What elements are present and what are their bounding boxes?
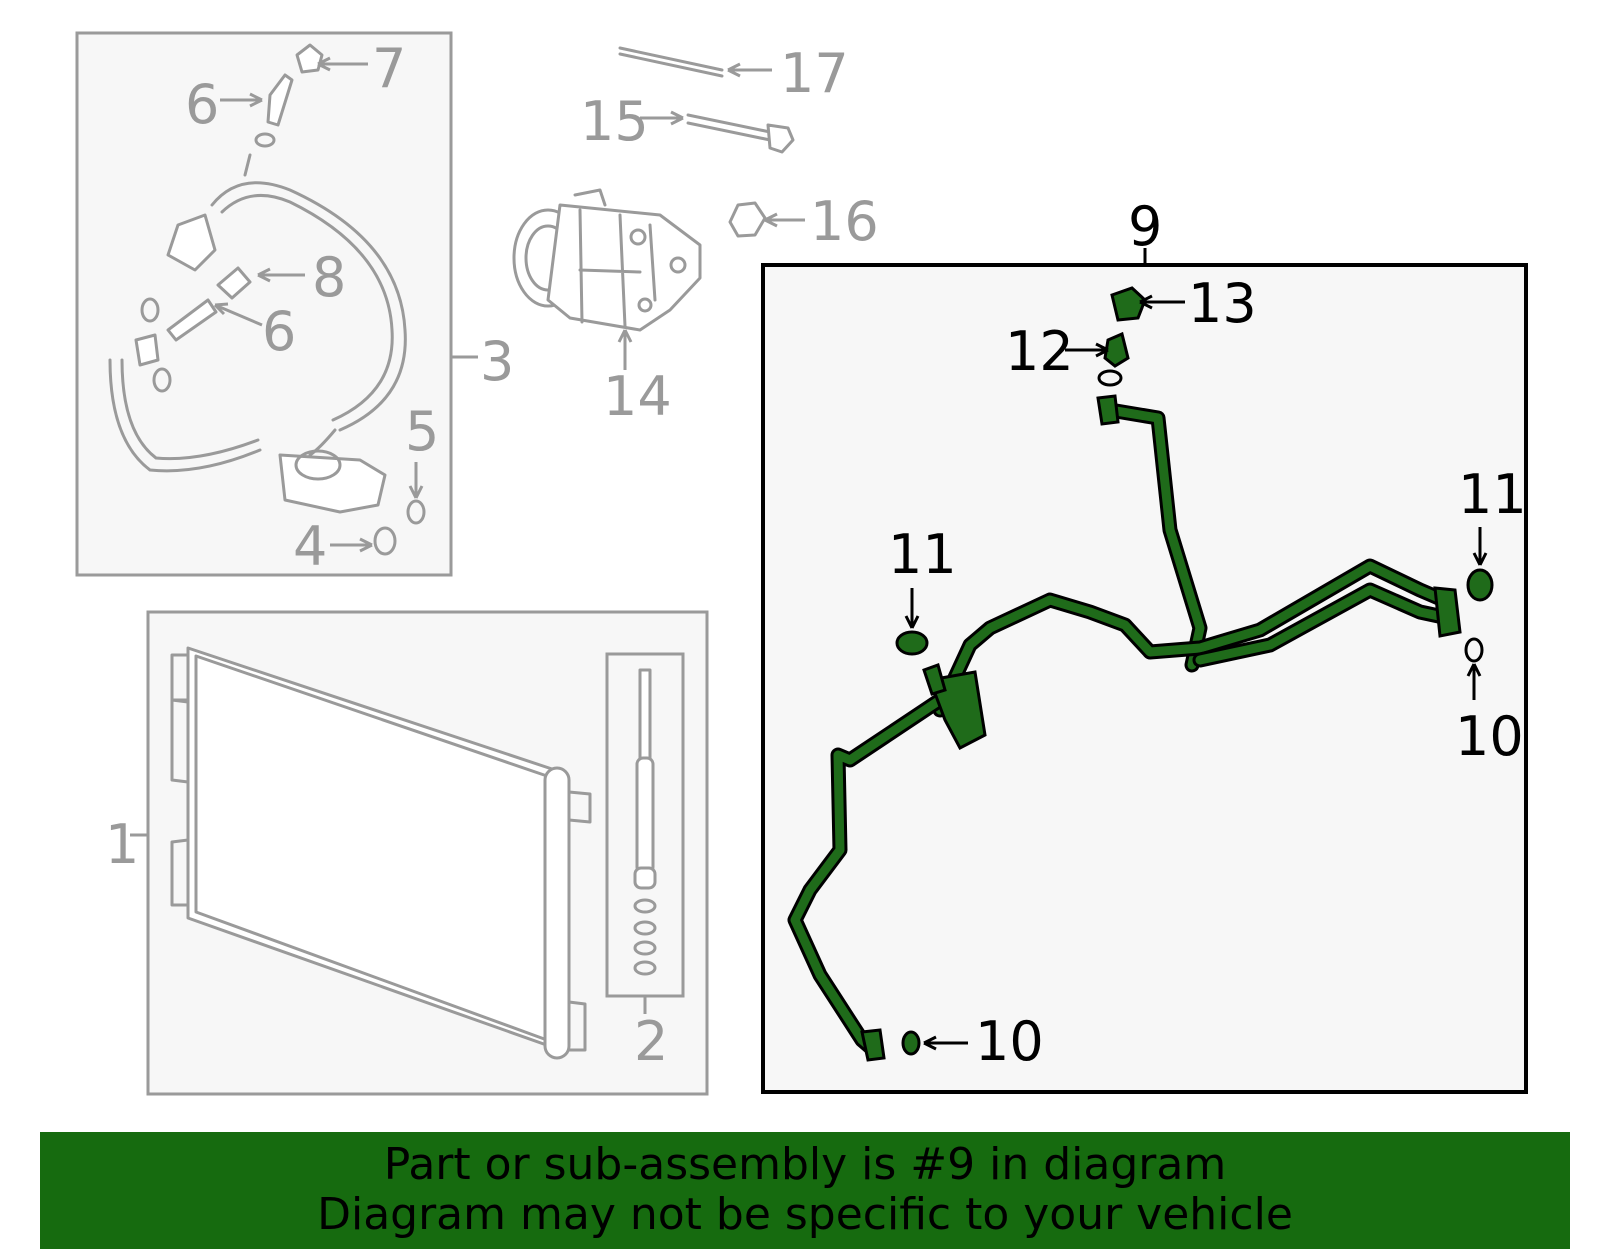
callout-3: 3 xyxy=(480,330,514,393)
callout-16: 16 xyxy=(810,190,879,253)
callout-11-right: 11 xyxy=(1458,463,1527,526)
seal-11-left xyxy=(895,630,929,656)
nut-16 xyxy=(728,201,767,238)
callout-1: 1 xyxy=(105,813,139,876)
stud-17 xyxy=(618,46,724,72)
callout-10-right: 10 xyxy=(1455,705,1524,768)
upper-hose xyxy=(210,181,407,432)
compressor-group xyxy=(512,46,805,370)
manifold-block xyxy=(278,453,387,514)
line-assembly-box xyxy=(761,263,1528,1094)
bolt-15 xyxy=(686,113,772,134)
lower-hose xyxy=(108,358,337,473)
receiver-drier-tube xyxy=(543,766,571,1060)
left-end-fitting xyxy=(860,1028,886,1062)
callout-10-bottom: 10 xyxy=(975,1010,1044,1073)
cap-13 xyxy=(1110,286,1147,322)
right-end-fitting xyxy=(1433,586,1462,638)
info-banner: Part or sub-assembly is #9 in diagram Di… xyxy=(40,1132,1570,1249)
callout-5: 5 xyxy=(405,400,439,463)
valve-core-upper xyxy=(266,73,294,127)
banner-line-1: Part or sub-assembly is #9 in diagram xyxy=(383,1139,1227,1190)
callout-14: 14 xyxy=(603,365,672,428)
condenser-group xyxy=(130,610,709,1096)
callout-6-upper: 6 xyxy=(185,73,219,136)
callout-11-left: 11 xyxy=(888,523,957,586)
callout-13: 13 xyxy=(1188,272,1257,335)
drier-box xyxy=(605,652,685,998)
callout-2: 2 xyxy=(634,1010,668,1073)
seal-10-right xyxy=(1464,637,1484,663)
line-assembly-group xyxy=(761,248,1528,1094)
valve-core-12 xyxy=(1103,331,1130,368)
callout-12: 12 xyxy=(1005,320,1074,383)
callout-6-lower: 6 xyxy=(262,300,296,363)
callout-4: 4 xyxy=(293,515,327,578)
compressor-body xyxy=(546,203,702,332)
hose-assembly-group xyxy=(75,31,478,577)
drier-rod xyxy=(638,668,652,762)
o-ring-4 xyxy=(373,526,397,556)
banner-line-2: Diagram may not be specific to your vehi… xyxy=(317,1189,1293,1240)
callout-17: 17 xyxy=(780,42,849,105)
main-pipe xyxy=(935,561,1453,715)
o-ring-5 xyxy=(406,499,426,525)
callout-15: 15 xyxy=(580,90,649,153)
o-ring-under-valve xyxy=(1097,369,1123,387)
switch-8 xyxy=(216,266,252,300)
service-fitting xyxy=(166,213,217,272)
callout-7: 7 xyxy=(372,37,406,100)
valve-core-lower xyxy=(166,298,218,342)
liquid-line-pipe xyxy=(790,695,945,1057)
seal-10-bottom xyxy=(901,1030,921,1056)
callout-9: 9 xyxy=(1128,195,1162,258)
seal-11-right xyxy=(1466,568,1494,602)
callout-8: 8 xyxy=(312,246,346,309)
